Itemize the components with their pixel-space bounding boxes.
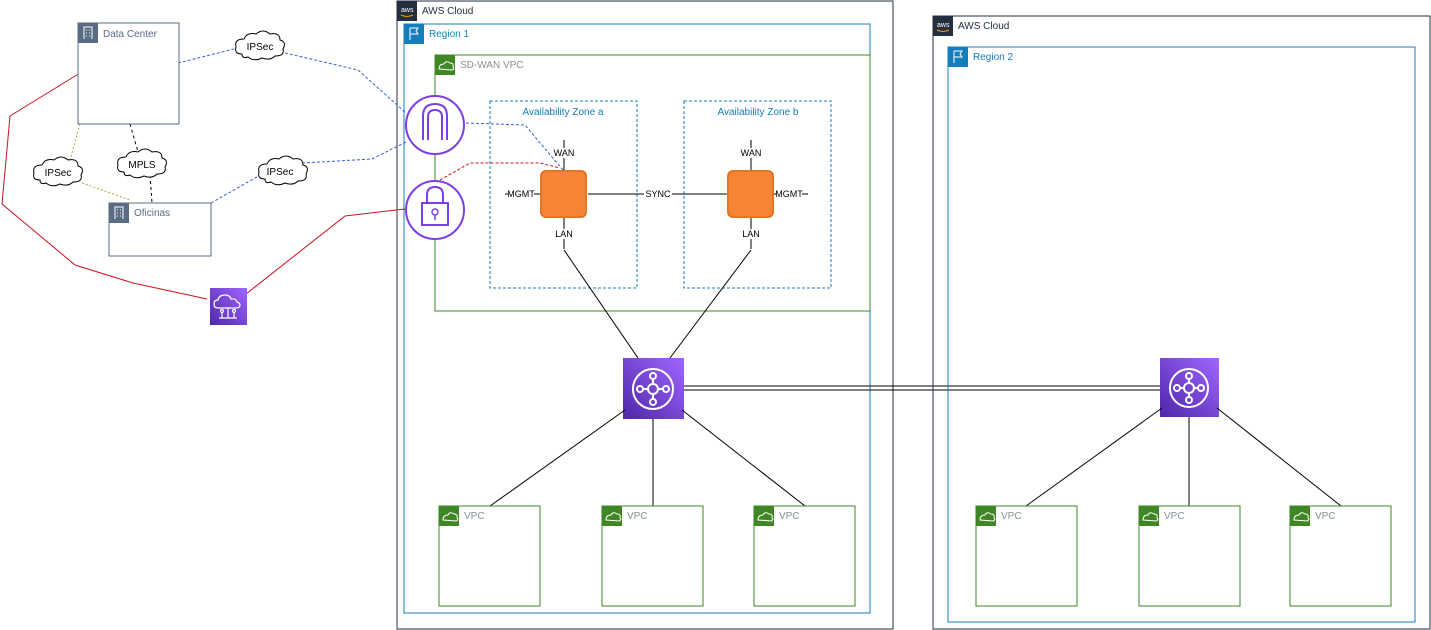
mpls-cloud: MPLS [117, 148, 167, 179]
ipsec-office-link-b [301, 141, 407, 164]
appliance-a-ports [505, 140, 565, 249]
vpc-region1-2: VPC [601, 505, 704, 607]
appliance-b-wan-label: WAN [741, 148, 762, 158]
vpc-cloud-icon [602, 506, 622, 526]
ipsec-left-label: IPSec [45, 168, 72, 179]
svg-text:aws: aws [937, 22, 950, 29]
datacenter-box[interactable]: Data Center [77, 22, 180, 125]
ipsec-office-link-a [210, 173, 263, 204]
sdwan-appliance-a[interactable] [540, 170, 587, 218]
appliance-b-ports [750, 140, 808, 249]
direct-connect-gateway[interactable] [210, 288, 247, 325]
sdwan-appliance-b[interactable] [727, 170, 774, 218]
appliance-a-wan-label: WAN [554, 148, 575, 158]
internet-gateway-icon[interactable] [405, 95, 465, 155]
sdwan-vpc: SD-WAN VPC [434, 54, 871, 312]
dx-link-to-vgw [245, 208, 406, 295]
vpc-region2-1: VPC [975, 505, 1078, 607]
transit-gateway-icon [632, 368, 674, 410]
appliance-a-mgmt-label: MGMT [507, 189, 535, 199]
region-2: Region 2 [947, 46, 1416, 623]
vpc-cloud-icon [435, 55, 455, 75]
aws-logo-icon: aws [397, 1, 417, 21]
appliance-b-lan-label: LAN [742, 229, 760, 239]
vpc-label: VPC [1315, 511, 1336, 522]
offices-box[interactable]: Oficinas [108, 202, 212, 257]
region-1-label: Region 1 [429, 29, 469, 40]
aws-cloud-2: aws AWS Cloud [932, 15, 1431, 630]
aws-logo-icon: aws [933, 16, 953, 36]
region-1: Region 1 [403, 23, 871, 614]
transit-gateway-region-1[interactable] [623, 358, 684, 419]
ipsec-left-link-a [69, 123, 81, 161]
mpls-link-a [129, 123, 139, 153]
vpc-cloud-icon [754, 506, 774, 526]
vpc-region1-3: VPC [753, 505, 856, 607]
availability-zone-b: Availability Zone b [683, 100, 832, 289]
vpc-cloud-icon [976, 506, 996, 526]
mpls-link-b [149, 174, 153, 204]
vpc-cloud-icon [439, 506, 459, 526]
ipsec-mid-label: IPSec [267, 167, 294, 178]
dx-link-datacenter [1, 72, 208, 300]
svg-text:aws: aws [401, 7, 414, 14]
vpc-cloud-icon [1290, 506, 1310, 526]
vpc-label: VPC [1164, 511, 1185, 522]
ipsec-top-label: IPSec [247, 42, 274, 53]
aws-cloud-1-label: AWS Cloud [422, 6, 473, 17]
ipsec-cloud-left: IPSec [33, 156, 83, 187]
vpn-gateway-lock-icon[interactable] [405, 180, 465, 240]
transit-gateway-region-2[interactable] [1160, 358, 1219, 417]
datacenter-label: Data Center [103, 29, 158, 40]
mpls-label: MPLS [128, 160, 156, 171]
aws-cloud-2-label: AWS Cloud [958, 21, 1009, 32]
region-flag-icon [948, 47, 968, 67]
sdwan-vpc-label: SD-WAN VPC [460, 60, 524, 71]
ipsec-dc-link-a [177, 47, 239, 64]
ipsec-left-link-b [81, 182, 131, 201]
vgw-to-appliance-a-link [439, 162, 561, 181]
region-2-label: Region 2 [973, 52, 1013, 63]
vpc-label: VPC [464, 511, 485, 522]
region-flag-icon [404, 24, 424, 44]
transit-gateway-icon [1169, 368, 1209, 408]
zone-a-label: Availability Zone a [523, 107, 604, 118]
vpc-cloud-icon [1139, 506, 1159, 526]
sync-label: SYNC [645, 189, 671, 199]
vpc-label: VPC [627, 511, 648, 522]
building-icon [109, 203, 129, 223]
zone-b-label: Availability Zone b [718, 107, 799, 118]
aws-cloud-1: aws AWS Cloud [396, 0, 894, 630]
appliance-a-lan-label: LAN [555, 229, 573, 239]
link-appliance-a-tgw [563, 249, 639, 359]
vpc-region2-3: VPC [1289, 505, 1392, 607]
building-icon [78, 23, 98, 43]
tgw2-vpc3-link [1216, 407, 1342, 507]
vpc-label: VPC [1001, 511, 1022, 522]
vpc-region1-1: VPC [438, 505, 541, 607]
vpc-label: VPC [779, 511, 800, 522]
appliance-b-mgmt-label: MGMT [775, 189, 803, 199]
link-appliance-b-tgw [669, 249, 752, 359]
tgw1-vpc3-link [681, 409, 806, 507]
ipsec-cloud-top: IPSec [235, 30, 285, 61]
tgw1-vpc1-link [489, 409, 626, 507]
ipsec-dc-link-b [284, 52, 407, 114]
vpc-region2-2: VPC [1138, 505, 1241, 607]
direct-connect-icon [213, 294, 241, 319]
tgw2-vpc1-link [1025, 407, 1163, 507]
offices-label: Oficinas [134, 208, 170, 219]
ipsec-cloud-mid: IPSec [258, 155, 308, 186]
